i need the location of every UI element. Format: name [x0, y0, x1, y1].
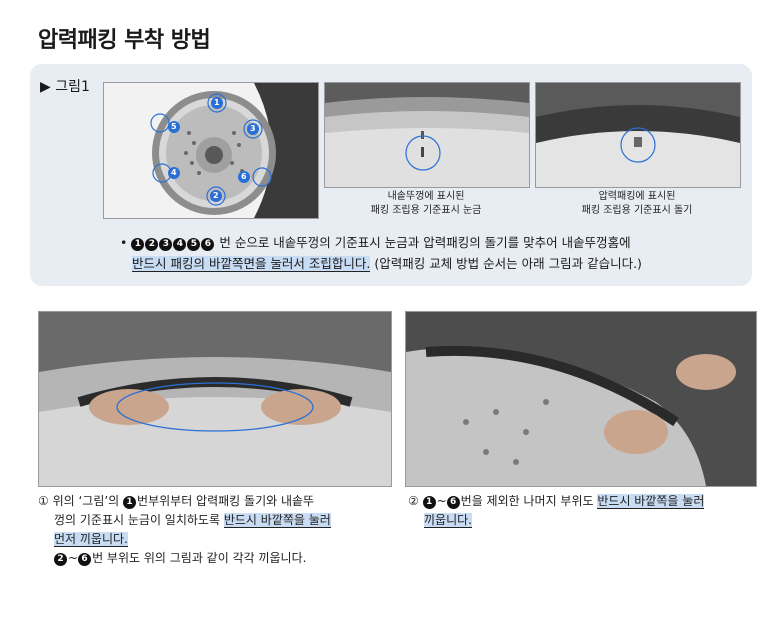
marker-photo	[324, 82, 530, 188]
step-number-2: 2	[145, 238, 159, 251]
num-3: 3	[250, 124, 256, 133]
num-6: 6	[241, 172, 247, 181]
note-highlight: 반드시 패킹의 바깥쪽면을 눌러서 조립합니다.	[132, 256, 371, 272]
protrusion-photo	[535, 82, 741, 188]
page-title: 압력패킹 부착 방법	[38, 28, 211, 53]
step1-photo	[38, 311, 392, 487]
bullet: •	[120, 235, 128, 250]
figure-label: ▶ 그림1	[40, 79, 90, 95]
num-2: 2	[213, 191, 219, 200]
step2-photo	[405, 311, 757, 487]
step-number-1: 1	[131, 238, 145, 251]
num-4: 4	[171, 168, 177, 177]
protrusion-caption: 압력패킹에 표시된 패킹 조립용 기준표시 돌기	[581, 191, 693, 216]
step-number-4: 4	[173, 238, 187, 251]
num-1: 1	[214, 98, 220, 107]
marker-caption: 내솥뚜껑에 표시된 패킹 조립용 기준표시 눈금	[370, 191, 482, 216]
step-number-3: 3	[159, 238, 173, 251]
step-number-6: 6	[201, 238, 215, 251]
note-rest: (압력패킹 교체 방법 순서는 아래 그림과 같습니다.)	[374, 256, 642, 271]
step-number-5: 5	[187, 238, 201, 251]
lid-diagram-photo: 1 3 6 2 4 5	[103, 82, 319, 219]
num-5: 5	[171, 122, 177, 131]
note-line-1: 번 순으로 내솥뚜껑의 기준표시 눈금과 압력패킹의 돌기를 맞추어 내솥뚜껑홈…	[219, 235, 631, 250]
